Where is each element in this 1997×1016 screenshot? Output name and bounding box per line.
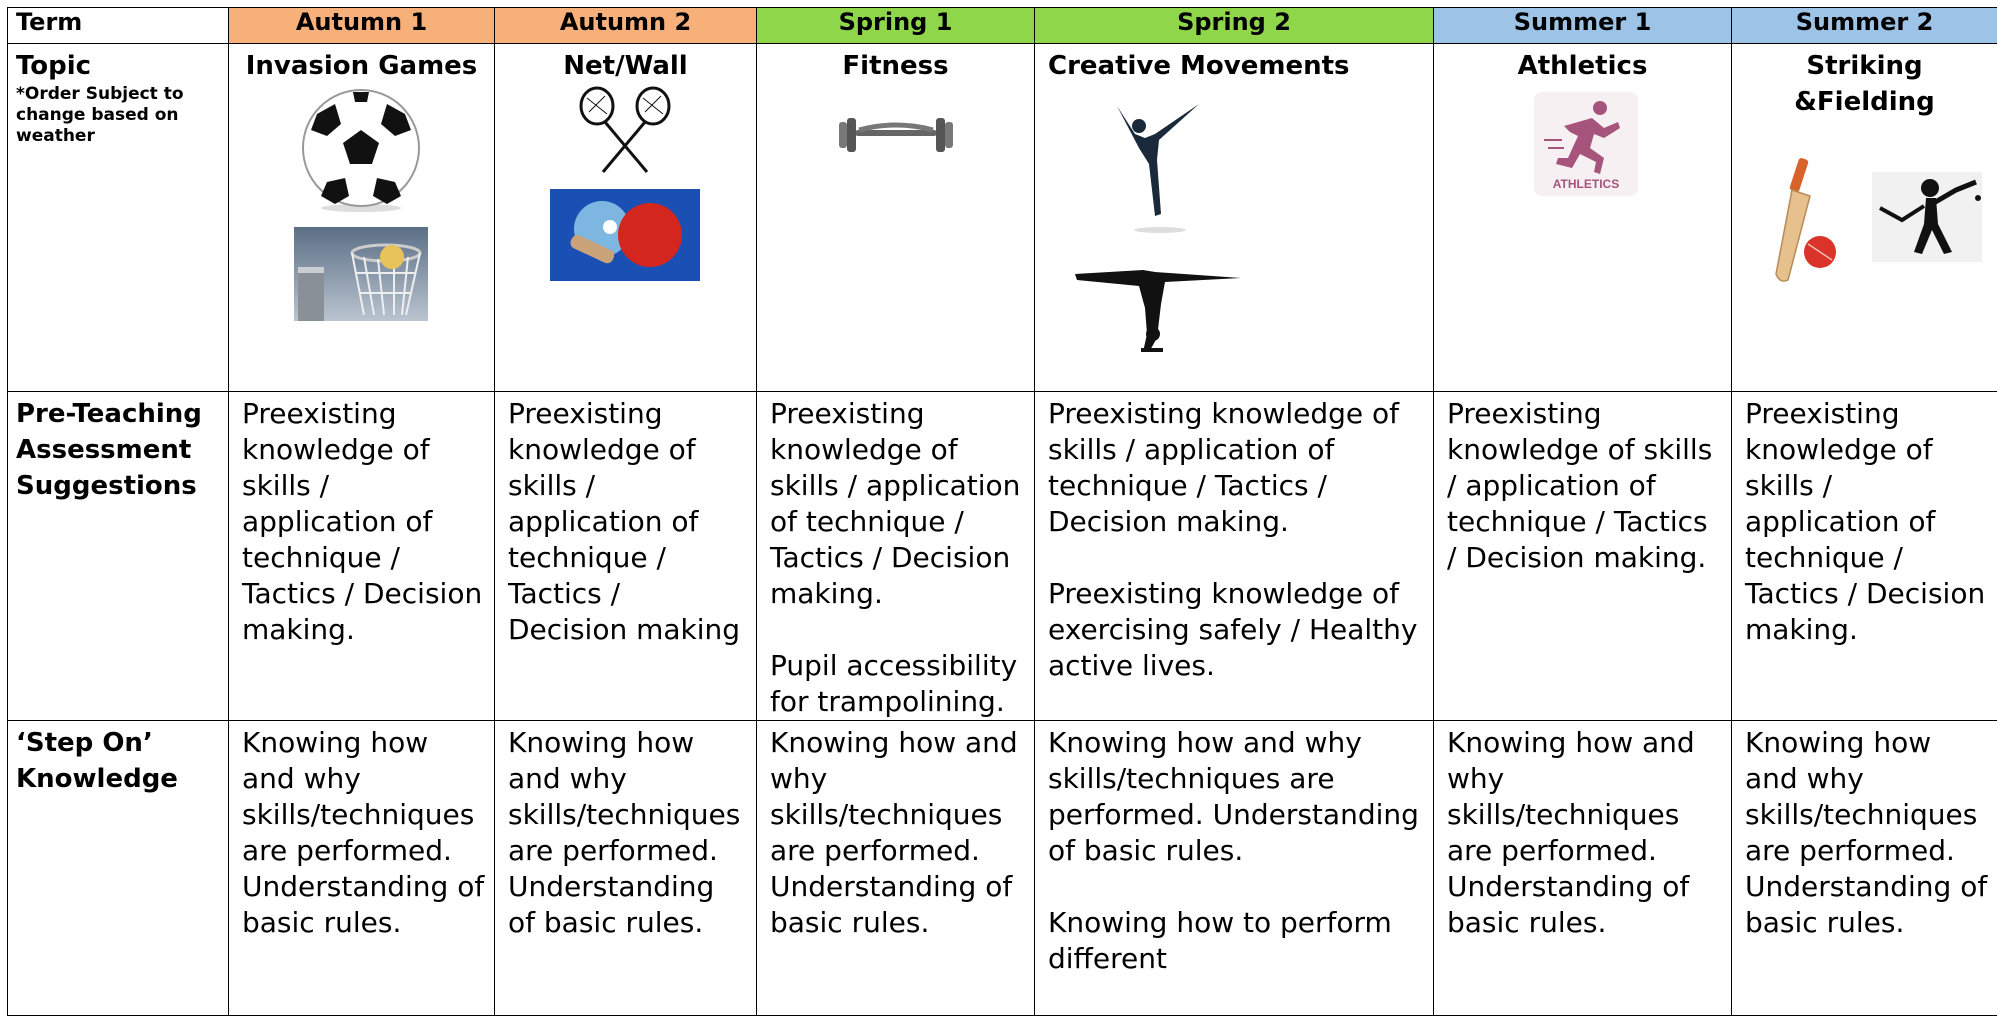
barbell-icon bbox=[837, 114, 955, 156]
topic-note: *Order Subject to change based on weathe… bbox=[16, 84, 220, 147]
cell-text: Knowing how and why skills/techniques ar… bbox=[1048, 725, 1425, 869]
step-on-label: ‘Step On’ Knowledge bbox=[8, 721, 229, 1016]
topic-striking-fielding: Striking &Fielding bbox=[1732, 44, 1997, 392]
topic-title: Fitness bbox=[757, 48, 1034, 84]
batter-icon bbox=[1872, 172, 1982, 262]
gymnast-icon bbox=[1073, 264, 1245, 356]
term-summer-2: Summer 2 bbox=[1732, 8, 1997, 44]
pre-teaching-cell: Preexisting knowledge of skills / applic… bbox=[495, 392, 757, 721]
step-on-cell: Knowing how and why skills/techniques ar… bbox=[757, 721, 1035, 1016]
runner-icon: ATHLETICS bbox=[1534, 92, 1638, 196]
athletics-logo-text: ATHLETICS bbox=[1553, 177, 1619, 191]
step-on-cell: Knowing how and why skills/techniques ar… bbox=[495, 721, 757, 1016]
topic-title: Striking &Fielding bbox=[1732, 48, 1997, 120]
topic-title: Creative Movements bbox=[1035, 48, 1433, 84]
term-spring-1: Spring 1 bbox=[757, 8, 1035, 44]
cell-text: Knowing how and why skills/techniques ar… bbox=[508, 725, 748, 941]
cell-text: Preexisting knowledge of skills / applic… bbox=[1447, 396, 1723, 576]
topic-athletics: Athletics ATHLETICS bbox=[1434, 44, 1732, 392]
cell-text: Knowing how and why skills/techniques ar… bbox=[1745, 725, 1989, 941]
topic-invasion-games: Invasion Games bbox=[229, 44, 495, 392]
football-icon bbox=[297, 86, 425, 214]
dancer-icon bbox=[1115, 104, 1205, 234]
term-spring-2: Spring 2 bbox=[1035, 8, 1434, 44]
topic-label-cell: Topic *Order Subject to change based on … bbox=[8, 44, 229, 392]
netball-hoop-icon bbox=[294, 227, 428, 321]
cell-text: Knowing how to perform different bbox=[1048, 905, 1425, 977]
pre-teaching-label: Pre-Teaching Assessment Suggestions bbox=[8, 392, 229, 721]
step-on-cell: Knowing how and why skills/techniques ar… bbox=[1035, 721, 1434, 1016]
pre-teaching-cell: Preexisting knowledge of skills / applic… bbox=[1732, 392, 1997, 721]
cell-text: Preexisting knowledge of skills / applic… bbox=[508, 396, 748, 648]
topic-title: Net/Wall bbox=[495, 48, 756, 84]
cricket-bat-ball-icon bbox=[1772, 156, 1842, 286]
cell-text: Pupil accessibility for trampolining. bbox=[770, 648, 1026, 720]
cell-text: Preexisting knowledge of exercising safe… bbox=[1048, 576, 1425, 684]
cell-text: Knowing how and why skills/techniques ar… bbox=[242, 725, 486, 941]
pre-teaching-row: Pre-Teaching Assessment Suggestions Pree… bbox=[8, 392, 1997, 721]
table-tennis-bats-icon bbox=[550, 189, 700, 281]
term-header: Term bbox=[8, 8, 229, 44]
term-autumn-1: Autumn 1 bbox=[229, 8, 495, 44]
cell-text: Preexisting knowledge of skills / applic… bbox=[1048, 396, 1425, 540]
pre-teaching-cell: Preexisting knowledge of skills / applic… bbox=[229, 392, 495, 721]
topic-creative-movements: Creative Movements bbox=[1035, 44, 1434, 392]
cell-text: Preexisting knowledge of skills / applic… bbox=[242, 396, 486, 648]
cell-text: Knowing how and why skills/techniques ar… bbox=[1447, 725, 1723, 941]
step-on-cell: Knowing how and why skills/techniques ar… bbox=[229, 721, 495, 1016]
step-on-cell: Knowing how and why skills/techniques ar… bbox=[1434, 721, 1732, 1016]
header-row: Term Autumn 1 Autumn 2 Spring 1 Spring 2… bbox=[8, 8, 1997, 44]
term-summer-1: Summer 1 bbox=[1434, 8, 1732, 44]
cell-text: Knowing how and why skills/techniques ar… bbox=[770, 725, 1026, 941]
badminton-rackets-icon bbox=[575, 86, 675, 176]
topic-title: Invasion Games bbox=[229, 48, 494, 84]
topic-fitness: Fitness bbox=[757, 44, 1035, 392]
pre-teaching-cell: Preexisting knowledge of skills / applic… bbox=[757, 392, 1035, 721]
pre-teaching-cell: Preexisting knowledge of skills / applic… bbox=[1434, 392, 1732, 721]
topic-net-wall: Net/Wall bbox=[495, 44, 757, 392]
topic-title: Athletics bbox=[1434, 48, 1731, 84]
cell-text: Preexisting knowledge of skills / applic… bbox=[1745, 396, 1989, 648]
pre-teaching-cell: Preexisting knowledge of skills / applic… bbox=[1035, 392, 1434, 721]
curriculum-table: Term Autumn 1 Autumn 2 Spring 1 Spring 2… bbox=[7, 7, 1997, 1016]
topic-label: Topic bbox=[16, 51, 91, 81]
step-on-row: ‘Step On’ Knowledge Knowing how and why … bbox=[8, 721, 1997, 1016]
term-autumn-2: Autumn 2 bbox=[495, 8, 757, 44]
topic-row: Topic *Order Subject to change based on … bbox=[8, 44, 1997, 392]
cell-text: Preexisting knowledge of skills / applic… bbox=[770, 396, 1026, 612]
step-on-cell: Knowing how and why skills/techniques ar… bbox=[1732, 721, 1997, 1016]
